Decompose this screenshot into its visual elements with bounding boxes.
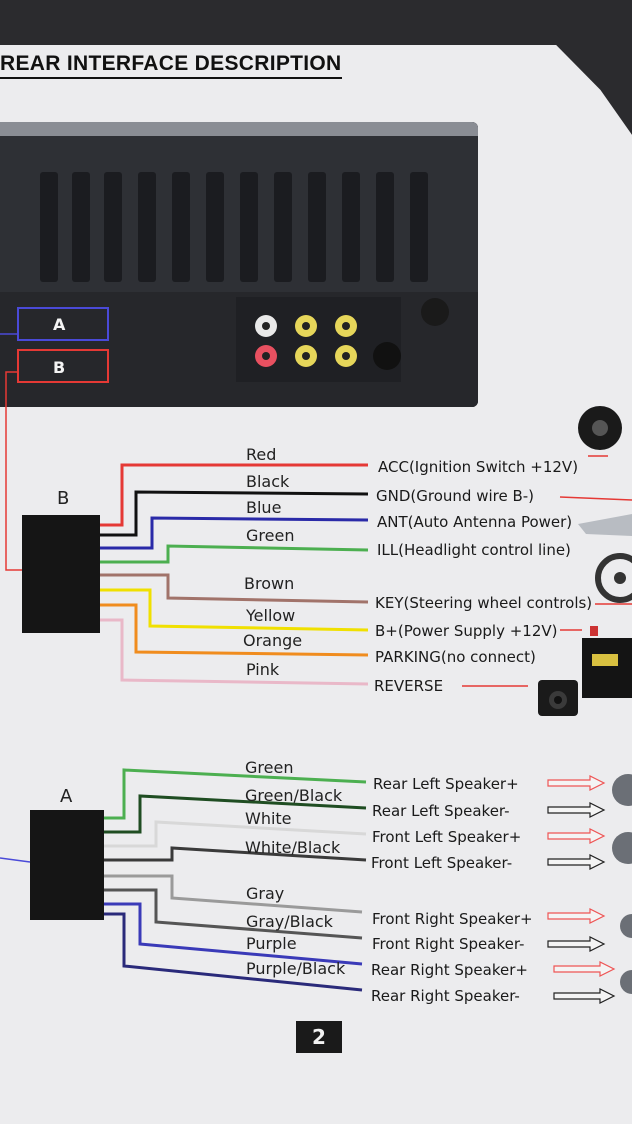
arrow-icon xyxy=(553,988,616,1004)
wire-color-label: Gray xyxy=(246,884,285,903)
wire-color-label: Blue xyxy=(246,498,282,517)
arrow-icon xyxy=(547,854,606,870)
connector_b-wire-3 xyxy=(100,516,369,550)
wire-function-label: Front Left Speaker- xyxy=(371,854,513,872)
connector_a-wire-4 xyxy=(104,846,367,862)
wire-function-label: KEY(Steering wheel controls) xyxy=(375,594,593,612)
connector_b-wire-5 xyxy=(100,573,369,604)
wire-color-label: Yellow xyxy=(246,606,296,625)
wire-color-label: White xyxy=(245,809,292,828)
wire-function-label: Rear Left Speaker+ xyxy=(373,775,519,793)
wire-function-label: ACC(Ignition Switch +12V) xyxy=(378,458,579,476)
connector_b-wire-1 xyxy=(100,463,368,527)
connector_b-wire-4 xyxy=(100,544,369,564)
connector_a-wire-1 xyxy=(104,768,367,820)
wire-color-label: Green xyxy=(245,758,294,777)
wire-color-label: Green/Black xyxy=(245,786,343,805)
connector_b-wire-2 xyxy=(100,490,369,537)
wire-color-label: Brown xyxy=(244,574,295,593)
connector_a-wire-6 xyxy=(104,888,363,940)
connector-b-body xyxy=(22,515,100,633)
wire-color-label: White/Black xyxy=(245,838,341,857)
wire-color-label: Black xyxy=(246,472,290,491)
wire-function-label: REVERSE xyxy=(374,677,444,695)
wire-function-label: Rear Right Speaker- xyxy=(371,987,520,1005)
photo-connector-b-label: B xyxy=(53,358,66,377)
wire-function-label: Front Left Speaker+ xyxy=(372,828,522,846)
arrow-icon xyxy=(547,908,606,924)
arrow-icon xyxy=(547,775,606,791)
photo-connector-a-label: A xyxy=(53,315,66,334)
page-number: 2 xyxy=(296,1021,342,1053)
wire-function-label: Front Right Speaker- xyxy=(372,935,525,953)
wire-function-label: B+(Power Supply +12V) xyxy=(375,622,558,640)
wire-function-label: Rear Left Speaker- xyxy=(372,802,510,820)
connector_a-wire-7 xyxy=(104,902,363,966)
arrow-icon xyxy=(547,802,606,818)
connector_a-wire-8 xyxy=(104,912,363,992)
wire-function-label: PARKING(no connect) xyxy=(375,648,536,666)
rear-panel-photo xyxy=(0,122,478,407)
arrow-icon xyxy=(547,936,606,952)
connector_b-wire-7 xyxy=(100,603,369,657)
connector_a-wire-5 xyxy=(104,874,363,914)
connector-a-body xyxy=(30,810,104,920)
connector_b-wire-6 xyxy=(100,588,369,632)
wire-color-label: Purple xyxy=(246,934,297,953)
wire-function-label: Front Right Speaker+ xyxy=(372,910,533,928)
connector_b-wire-8 xyxy=(100,618,369,686)
wire-color-label: Purple/Black xyxy=(246,959,346,978)
page-heading: REAR INTERFACE DESCRIPTION xyxy=(0,52,342,79)
wire-color-label: Gray/Black xyxy=(246,912,333,931)
wire-function-label: ANT(Auto Antenna Power) xyxy=(377,513,573,531)
connector-a-label: A xyxy=(60,786,73,807)
wire-color-label: Green xyxy=(246,526,295,545)
wire-function-label: GND(Ground wire B-) xyxy=(376,487,535,505)
arrow-icon xyxy=(553,961,616,977)
connector-b-label: B xyxy=(57,488,70,509)
wire-color-label: Pink xyxy=(246,660,280,679)
connector_a-wire-2 xyxy=(104,794,367,834)
connector_a-wire-3 xyxy=(104,820,367,848)
arrow-icon xyxy=(547,828,606,844)
wire-color-label: Orange xyxy=(243,631,303,650)
wire-color-label: Red xyxy=(246,445,277,464)
wire-function-label: Rear Right Speaker+ xyxy=(371,961,528,979)
wire-function-label: ILL(Headlight control line) xyxy=(377,541,571,559)
